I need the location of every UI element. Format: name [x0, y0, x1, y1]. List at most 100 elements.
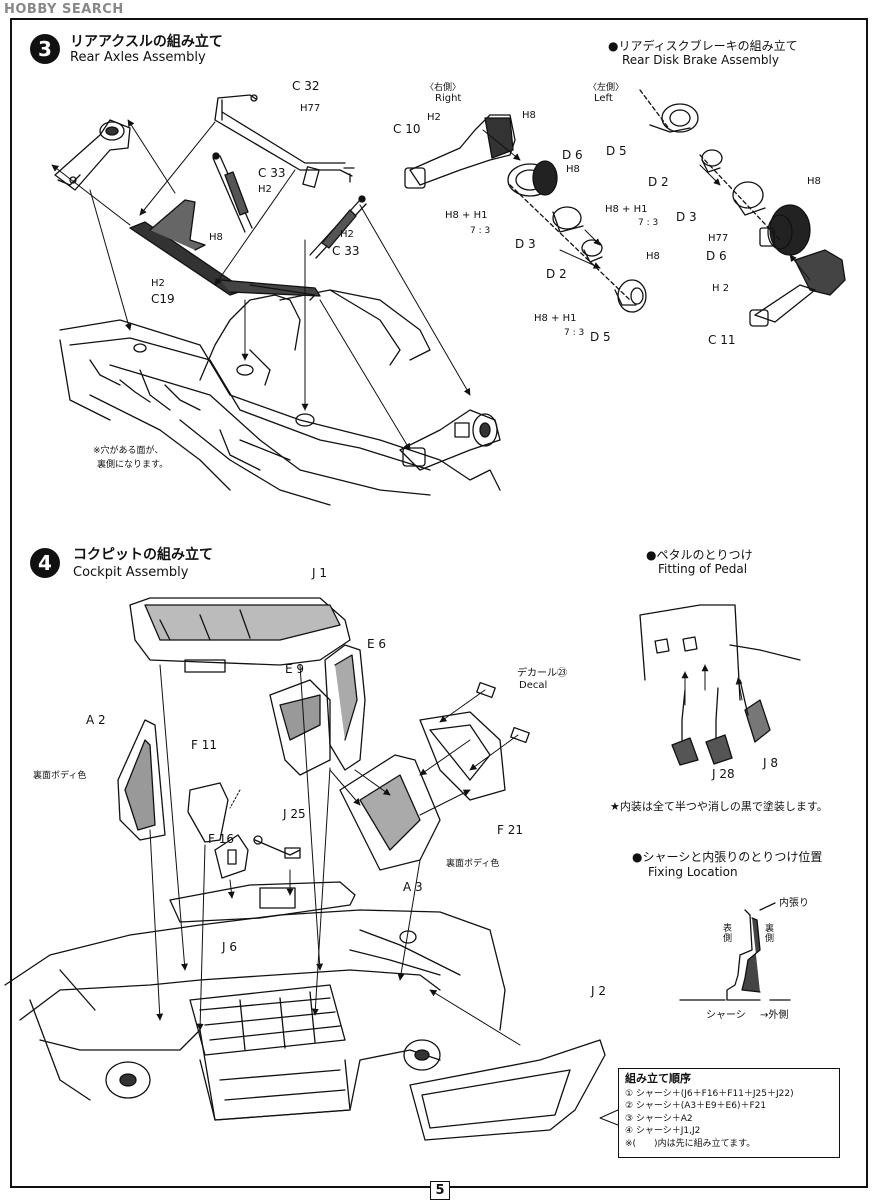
label-h8h1-r2: H8 + H1	[605, 204, 648, 215]
label-j6: J 6	[222, 940, 237, 954]
pedal-paint-note: ★内装は全て半つや消しの黒で塗装します。	[610, 800, 828, 813]
fixing-title-jp: ●シャーシと内張りのとりつけ位置	[632, 850, 823, 864]
brake-title-jp: ●リアディスクブレーキの組み立て	[608, 39, 798, 53]
step3-title-en: Rear Axles Assembly	[70, 50, 206, 65]
label-d5-l: D 5	[606, 144, 627, 158]
label-h2-r: H2	[427, 112, 441, 123]
brake-arrows	[482, 129, 811, 281]
label-c33-a: C 33	[258, 166, 286, 180]
label-ratio-r1: 7 : 3	[470, 226, 491, 236]
label-f11: F 11	[191, 738, 217, 752]
label-h77-l: H77	[708, 233, 729, 244]
label-h2-c: H2	[340, 229, 354, 240]
assembly-order-title: 組み立て順序	[625, 1072, 691, 1085]
watermark: HOBBY SEARCH	[4, 2, 124, 17]
assembly-order-box: 組み立て順序 ① シャーシ＋(J6＋F16＋F11＋J25＋J22) ② シャー…	[618, 1068, 840, 1158]
fixing-lining-label: 内張り	[779, 898, 809, 909]
label-ratio-r2: 7 : 3	[638, 218, 659, 228]
label-body-color-2: 裏面ボディ色	[446, 859, 500, 869]
label-j25: J 25	[283, 807, 306, 821]
fixing-title-en: Fixing Location	[648, 865, 738, 879]
brake-right-en: Right	[435, 93, 462, 104]
fixing-front-label: 表側	[723, 924, 733, 944]
left-upright	[54, 119, 131, 191]
label-a3: A 3	[403, 880, 423, 894]
step4-arrows	[149, 664, 521, 1046]
assembly-order-note: ※( )内は先に組み立てます。	[625, 1138, 756, 1149]
floor-j6	[169, 881, 356, 923]
label-a2: A 2	[86, 713, 106, 727]
assembly-order-step-4: ④ シャーシ＋J1,J2	[625, 1126, 701, 1136]
fixing-chassis-label: シャーシ	[706, 1010, 746, 1021]
label-h2-a: H2	[258, 184, 272, 195]
label-h8h1-r1: H8 + H1	[445, 210, 488, 221]
label-j28: J 28	[712, 767, 735, 781]
page-number: 5	[430, 1181, 450, 1200]
step3-note-line2: 裏側になります。	[97, 460, 169, 470]
pedal-title-jp: ●ペタルのとりつけ	[646, 548, 753, 562]
assembly-order-step-3: ③ シャーシ＋A2	[625, 1113, 693, 1124]
label-c19: C19	[151, 292, 175, 306]
label-decal-en: Decal	[519, 680, 548, 691]
label-h8-a: H8	[209, 232, 223, 243]
label-h8-r2: H8	[566, 164, 580, 175]
suspension-arm	[129, 199, 321, 301]
label-ratio-r3: 7 : 3	[564, 328, 585, 338]
label-c11: C 11	[708, 333, 736, 347]
step3-number: 3	[30, 34, 60, 64]
label-d2-l: D 2	[648, 175, 669, 189]
panel-a2	[117, 719, 166, 841]
stabilizer-bar	[214, 94, 355, 188]
label-d2-r: D 2	[546, 267, 567, 281]
step4-title-jp: コクピットの組み立て	[73, 547, 213, 563]
rear-subframe	[59, 289, 501, 506]
fixing-back-label: 裏側	[765, 924, 775, 944]
dashboard-j1	[129, 597, 351, 673]
assembly-order-step-2: ② シャーシ＋(A3＋E9＋E6)＋F21	[625, 1101, 767, 1111]
label-d6-l: D 6	[706, 249, 727, 263]
door-panel-j2	[409, 1039, 606, 1141]
label-h77-top: H77	[300, 103, 321, 114]
step4-title-en: Cockpit Assembly	[73, 565, 189, 580]
chassis-body	[4, 909, 506, 1121]
label-body-color-1: 裏面ボディ色	[33, 771, 87, 781]
fixing-outside-label: →外側	[760, 1010, 789, 1021]
assembly-order-step-1: ① シャーシ＋(J6＋F16＋F11＋J25＋J22)	[625, 1088, 794, 1099]
label-f21: F 21	[497, 823, 523, 837]
label-j8: J 8	[763, 756, 778, 770]
label-decal-jp: デカール㉓	[517, 668, 567, 679]
side-panel-a3-f21	[339, 681, 530, 871]
step3-arrows	[51, 119, 471, 451]
step3-note-line1: ※穴がある面が、	[93, 446, 164, 456]
step4-number: 4	[30, 548, 60, 578]
pedal-arrows	[681, 664, 743, 706]
label-j1: J 1	[312, 566, 327, 580]
console-f11-f16-j25	[187, 782, 301, 879]
label-e6: E 6	[367, 637, 387, 651]
step3-title-jp: リアアクスルの組み立て	[70, 34, 223, 50]
dampers	[212, 152, 367, 259]
fixing-detail	[679, 902, 791, 1001]
label-c32: C 32	[292, 79, 320, 93]
label-h2-l: H 2	[712, 283, 730, 294]
seats-e6-e9	[269, 644, 366, 776]
brake-right-parts	[404, 114, 647, 313]
label-c10: C 10	[393, 122, 421, 136]
brake-left-en: Left	[594, 93, 613, 104]
brake-right-jp: 〈右側〉	[425, 83, 462, 93]
label-h8-l: H8	[807, 176, 821, 187]
brake-left-jp: 〈左側〉	[588, 83, 625, 93]
right-hub	[399, 409, 501, 471]
label-d3-r: D 3	[515, 237, 536, 251]
label-h8-r1: H8	[522, 110, 536, 121]
label-f16: F 16	[208, 832, 234, 846]
label-d3-l: D 3	[676, 210, 697, 224]
label-d6-r: D 6	[562, 148, 583, 162]
order-pointer	[599, 1109, 619, 1126]
pedal-detail	[639, 604, 801, 766]
label-d5-r: D 5	[590, 330, 611, 344]
pedal-title-en: Fitting of Pedal	[658, 562, 748, 576]
label-h8-r3: H8	[646, 251, 660, 262]
label-e9: E 9	[285, 662, 305, 676]
